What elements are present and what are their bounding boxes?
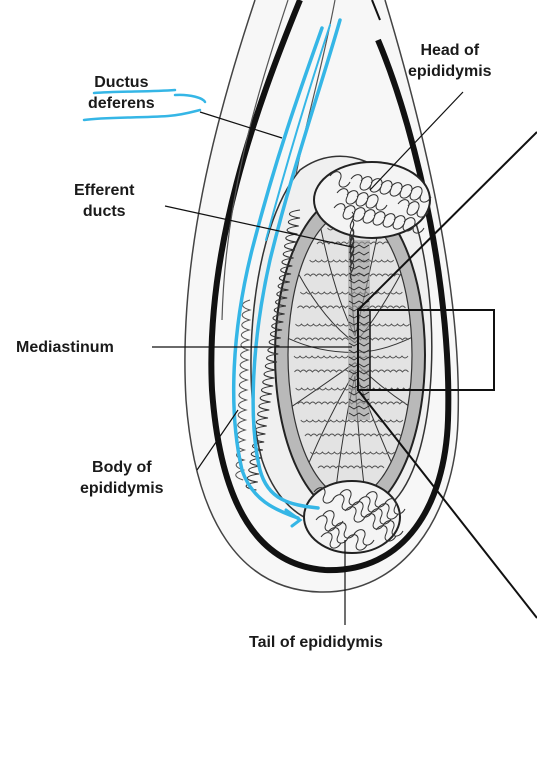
leader-efferent: [164, 205, 353, 248]
label-ductus-deferens: Ductus deferens: [88, 72, 155, 114]
label-head-line1: Head of: [420, 42, 480, 59]
efferent-duct: [349, 243, 355, 281]
tail-coil: [382, 520, 404, 537]
label-ductus-line1: Ductus: [94, 74, 149, 91]
ductus-deferens-coil: [235, 299, 252, 481]
tail-coil: [375, 525, 397, 542]
tail-coil: [339, 489, 361, 506]
efferent-ducts: [349, 211, 355, 281]
blue-underline-deferens: [82, 93, 207, 122]
blue-trace-inner: [251, 18, 342, 510]
inset-box: [357, 309, 495, 391]
tail-coil: [365, 491, 387, 508]
rete-mesh: [348, 412, 370, 417]
label-head-of-epididymis: Head of epididymis: [408, 40, 492, 82]
epididymis-head: [313, 161, 431, 239]
tubule-squiggle: [317, 465, 385, 469]
tail-coil: [351, 501, 373, 518]
blue-trace-mid: [265, 24, 331, 241]
top-line: [371, 0, 381, 21]
epididymis-tail-coils: [313, 487, 406, 551]
rete-mesh: [348, 279, 370, 284]
callout-lower: [357, 389, 537, 619]
label-efferent-line1: Efferent: [74, 182, 135, 199]
epididymis-head-coils: [329, 171, 432, 234]
tail-coil: [313, 487, 335, 504]
tail-coil: [384, 498, 406, 515]
leader-ductus: [199, 111, 283, 139]
label-body-line1: Body of: [92, 459, 152, 476]
label-tail-of-epididymis: Tail of epididymis: [249, 632, 383, 653]
label-body-of-epididymis: Body of epididymis: [80, 457, 164, 499]
tubule-squiggle: [310, 451, 395, 455]
tail-coil: [327, 527, 349, 544]
blue-underline-ductus: [92, 88, 177, 95]
tail-coil: [332, 494, 354, 511]
label-efferent-ducts: Efferent ducts: [74, 180, 134, 222]
tail-coil: [363, 513, 385, 530]
label-body-line2: epididymis: [80, 480, 164, 497]
head-coil: [329, 171, 351, 188]
label-mediastinum: Mediastinum: [16, 337, 114, 358]
tail-coil: [346, 534, 368, 551]
head-coil: [350, 174, 372, 191]
tubule-squiggle: [304, 433, 402, 437]
spermatic-cord-left: [221, 0, 289, 321]
label-ductus-line2: deferens: [88, 95, 155, 112]
tail-coil: [320, 532, 342, 549]
label-efferent-line2: ducts: [82, 203, 126, 220]
label-mediastinum-text: Mediastinum: [16, 339, 114, 356]
head-coil: [336, 188, 358, 205]
rete-mesh: [348, 286, 370, 291]
label-tail-text: Tail of epididymis: [249, 634, 383, 651]
tail-coil: [344, 506, 366, 523]
head-coil: [333, 203, 355, 220]
leader-body: [196, 409, 239, 471]
rete-mesh: [348, 405, 370, 410]
label-head-line2: epididymis: [408, 63, 492, 80]
tail-coil: [377, 503, 399, 520]
blue-arrowhead: [284, 508, 303, 528]
callout-upper: [357, 131, 537, 311]
tubule-squiggle: [300, 419, 404, 423]
tail-coil: [322, 510, 344, 527]
blue-trace-outer: [231, 26, 324, 520]
tail-coil: [315, 515, 337, 532]
rete-testis: [348, 244, 370, 417]
rete-mesh: [348, 293, 370, 298]
rete-mesh: [348, 272, 370, 277]
tail-coil: [353, 529, 375, 546]
tail-coil: [334, 522, 356, 539]
tail-coil: [370, 508, 392, 525]
tail-coil: [358, 496, 380, 513]
rete-mesh: [348, 265, 370, 270]
epididymis-body-coil: [245, 209, 301, 491]
head-coil: [397, 199, 419, 216]
tunica-vaginalis: [208, 0, 452, 574]
leader-head: [369, 91, 464, 191]
